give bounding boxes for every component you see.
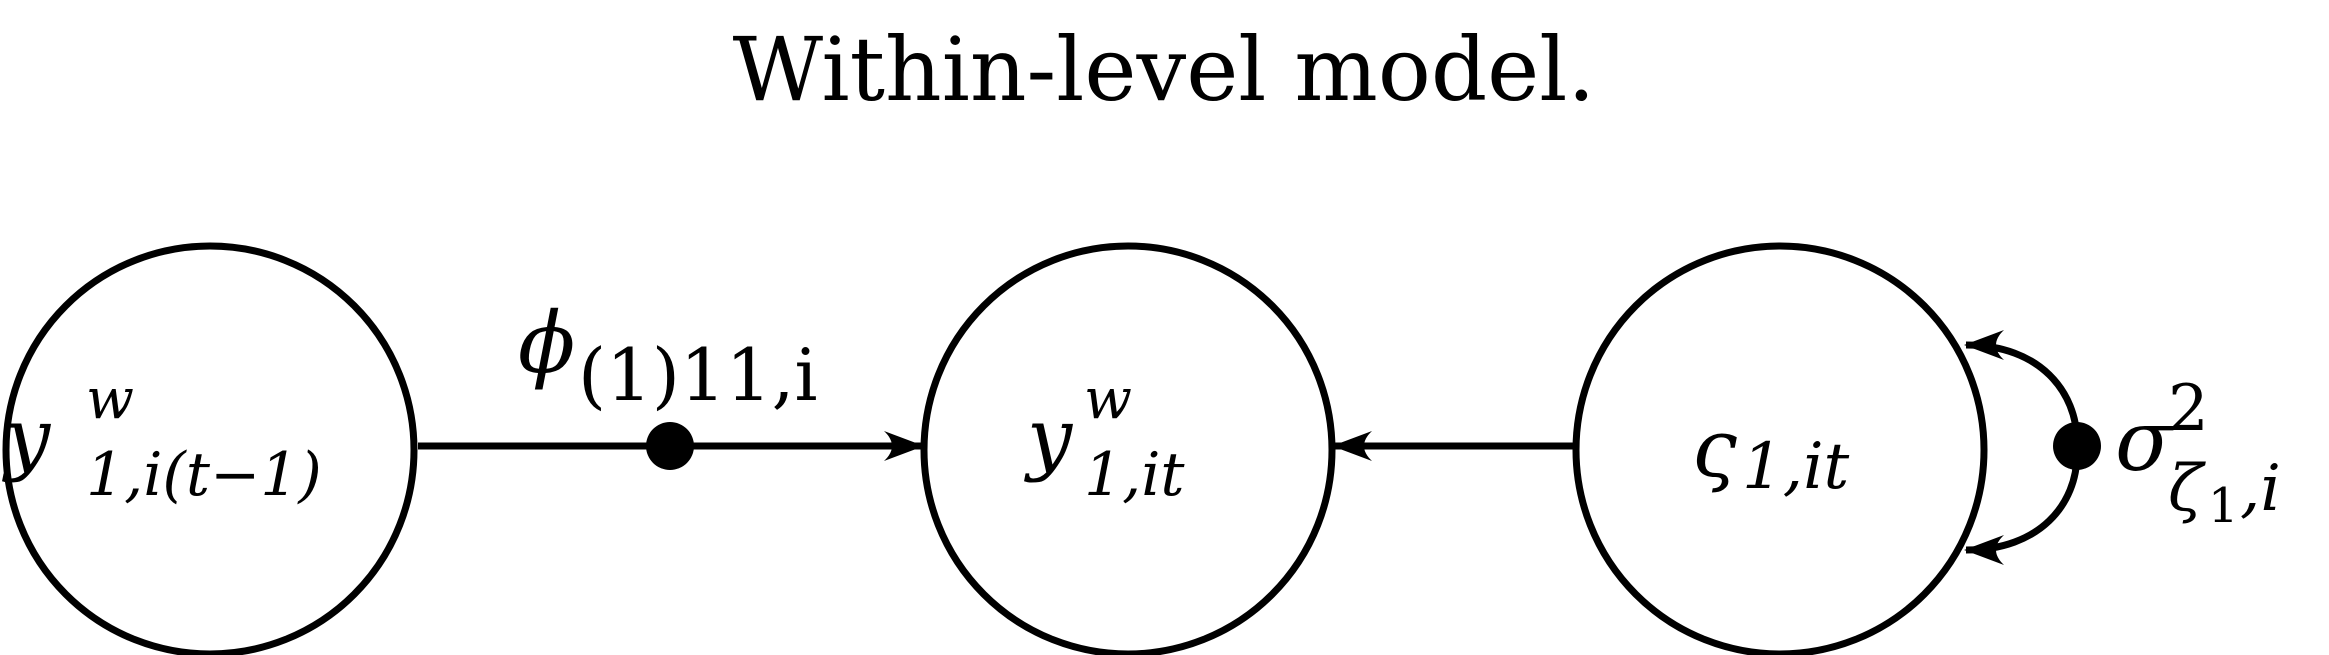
node-lagged-y-label: y w 1,i(t−1) <box>2 344 322 510</box>
variance-label-subsub: 1 <box>2208 478 2239 534</box>
node-current-y-sub: 1,it <box>1084 440 1185 510</box>
variance-loop-dot <box>2053 422 2101 470</box>
variance-label: σ 2 ζ 1 ,i <box>2115 352 2281 542</box>
node-lagged-y-sub: 1,i(t−1) <box>86 440 322 510</box>
variance-label-sub: ζ <box>2168 452 2206 526</box>
node-residual-circle <box>1572 242 1988 655</box>
node-current-y-label: y w 1,it <box>1024 344 1185 510</box>
node-current-y-sup: w <box>1084 367 1132 432</box>
variance-loop: σ 2 ζ 1 ,i <box>1964 330 2281 565</box>
node-lagged-y-base: y <box>2 391 52 484</box>
node-residual-base: ς <box>1692 402 1737 495</box>
node-residual-label: ς 1,it <box>1692 402 1850 504</box>
edge-autoregression-base: ϕ <box>518 294 575 392</box>
node-residual: ς 1,it <box>1572 242 1988 655</box>
node-lagged-y-circle <box>2 242 418 655</box>
variance-loop-lower-arc <box>1964 453 2081 565</box>
node-current-y-base: y <box>1024 391 1074 484</box>
variance-label-sup: 2 <box>2168 372 2209 446</box>
node-lagged-y: y w 1,i(t−1) <box>2 242 418 655</box>
diagram-title: Within-level model. <box>733 18 1596 121</box>
node-current-y: y w 1,it <box>920 242 1336 655</box>
node-residual-sub: 1,it <box>1742 430 1850 504</box>
edge-autoregression-label: ϕ (1)11,i <box>518 294 818 417</box>
variance-label-base: σ <box>2115 392 2175 490</box>
edge-autoregression: ϕ (1)11,i <box>418 294 924 470</box>
edge-autoregression-dot <box>646 422 694 470</box>
variance-label-subtail: ,i <box>2240 452 2281 526</box>
edge-autoregression-sub: (1)11,i <box>578 333 818 417</box>
node-lagged-y-sup: w <box>86 367 134 432</box>
